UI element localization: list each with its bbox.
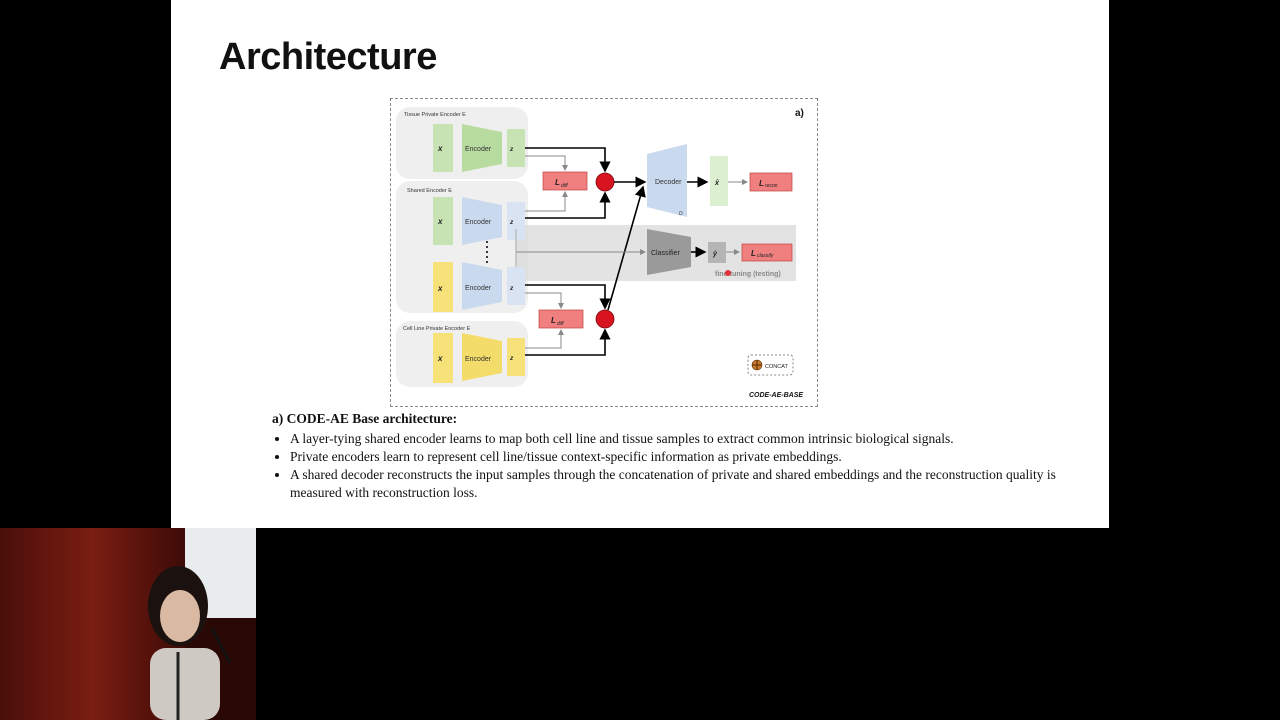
l-diff-bottom-box — [538, 309, 584, 329]
l-diff-top-label: L — [555, 178, 560, 187]
shared-encoder-label: Shared Encoder E — [407, 188, 452, 194]
l-classify-label: L — [751, 249, 756, 258]
l-diff-top-subscript: diff — [561, 183, 568, 189]
z-cp-box — [507, 338, 525, 376]
z-ts-label: z — [509, 219, 514, 226]
decoder-symbol: D — [679, 211, 683, 217]
l-classify-box — [741, 243, 793, 262]
concat-circle-top — [595, 172, 615, 192]
laser-pointer — [725, 270, 731, 276]
x-c-shared-label: x — [437, 284, 443, 293]
x-hat-label: x̂ — [714, 179, 720, 187]
microphone — [210, 627, 232, 664]
dot-4 — [486, 256, 488, 258]
dot-1 — [486, 241, 488, 243]
dot-3 — [486, 251, 488, 253]
l-recon-label: L — [759, 179, 764, 188]
x-t-label: x — [437, 144, 443, 153]
z-cs-box — [507, 267, 525, 305]
caption-bullet: A layer-tying shared encoder learns to m… — [290, 430, 1072, 448]
cell-line-private-encoder-shape — [462, 333, 502, 381]
arrow-zts-concat — [525, 191, 611, 219]
speaker-video-frame — [0, 528, 256, 720]
x-t-shared-label: x — [437, 217, 443, 226]
concat-circle-bottom — [595, 309, 615, 329]
shared-encoder-cell-shape — [462, 262, 502, 310]
gray-arrow-zts-ldiff — [525, 191, 568, 212]
cell-line-private-encoder-text: Encoder — [465, 356, 492, 363]
l-diff-bottom-label: L — [551, 316, 556, 325]
dot-2 — [486, 246, 488, 248]
classifier-shape — [647, 229, 691, 275]
l-diff-top-box — [542, 171, 588, 191]
concat-legend-label: CONCAT — [765, 364, 788, 370]
shared-encoder-tissue-text: Encoder — [465, 219, 492, 226]
slide-title: Architecture — [219, 36, 437, 78]
cell-line-private-encoder-label: Cell Line Private Encoder E — [403, 326, 471, 332]
panel-label: a) — [795, 108, 804, 119]
arrow-zcs-concat — [525, 284, 611, 310]
model-name: CODE-AE-BASE — [749, 392, 803, 399]
arrow-ztp-concat — [525, 147, 611, 173]
x-c-shared-input-box — [433, 262, 453, 312]
shared-encoder-cell-text: Encoder — [465, 285, 492, 292]
l-recon-subscript: recon — [765, 183, 778, 189]
speaker-face — [160, 590, 200, 642]
gray-arrow-ztp-ldiff — [525, 155, 568, 171]
x-t-input-box — [433, 124, 453, 172]
architecture-figure: a) Tissue Private Encoder E Shared Encod… — [390, 98, 818, 407]
gray-arrow-zcs-ldiff — [525, 292, 564, 309]
tissue-private-encoder-label: Tissue Private Encoder E — [404, 112, 466, 118]
caption-bullet: A shared decoder reconstructs the input … — [290, 466, 1072, 502]
l-classify-subscript: classify — [757, 253, 774, 259]
caption: a) CODE-AE Base architecture: A layer-ty… — [272, 410, 1072, 502]
gray-arrow-zcp-ldiff — [525, 329, 564, 349]
caption-bullets: A layer-tying shared encoder learns to m… — [272, 430, 1072, 502]
caption-bullet: Private encoders learn to represent cell… — [290, 448, 1072, 466]
y-hat-box — [708, 242, 726, 263]
x-c-label: x — [437, 354, 443, 363]
x-t-shared-input-box — [433, 197, 453, 245]
tissue-private-encoder-shape — [462, 124, 502, 172]
speaker-video — [0, 528, 256, 720]
tissue-private-encoder-text: Encoder — [465, 146, 492, 153]
dot-5 — [486, 261, 488, 263]
z-cp-label: z — [509, 355, 514, 362]
speaker-jacket — [150, 648, 220, 720]
l-recon-box — [749, 172, 793, 192]
y-hat-label: ŷ — [712, 251, 718, 258]
x-hat-box — [710, 156, 728, 206]
classifier-text: Classifier — [651, 250, 680, 257]
caption-heading: a) CODE-AE Base architecture: — [272, 411, 458, 426]
z-cs-label: z — [509, 285, 514, 292]
z-tp-box — [507, 129, 525, 167]
finetuning-label: fine-tuning (testing) — [715, 271, 781, 278]
decoder-shape — [647, 144, 687, 217]
l-diff-bottom-subscript: diff — [557, 321, 564, 327]
arrow-zcp-concat — [525, 328, 611, 356]
z-ts-box — [507, 202, 525, 240]
z-tp-label: z — [509, 146, 514, 153]
shared-encoder-tissue-shape — [462, 197, 502, 245]
architecture-diagram: a) Tissue Private Encoder E Shared Encod… — [396, 107, 804, 399]
x-c-input-box — [433, 333, 453, 383]
slide: Architecture a) Tissue Private Encoder E — [171, 0, 1109, 528]
arrow-concat-bottom-decoder — [607, 185, 646, 311]
decoder-text: Decoder — [655, 179, 682, 186]
concat-legend-box — [747, 354, 794, 376]
